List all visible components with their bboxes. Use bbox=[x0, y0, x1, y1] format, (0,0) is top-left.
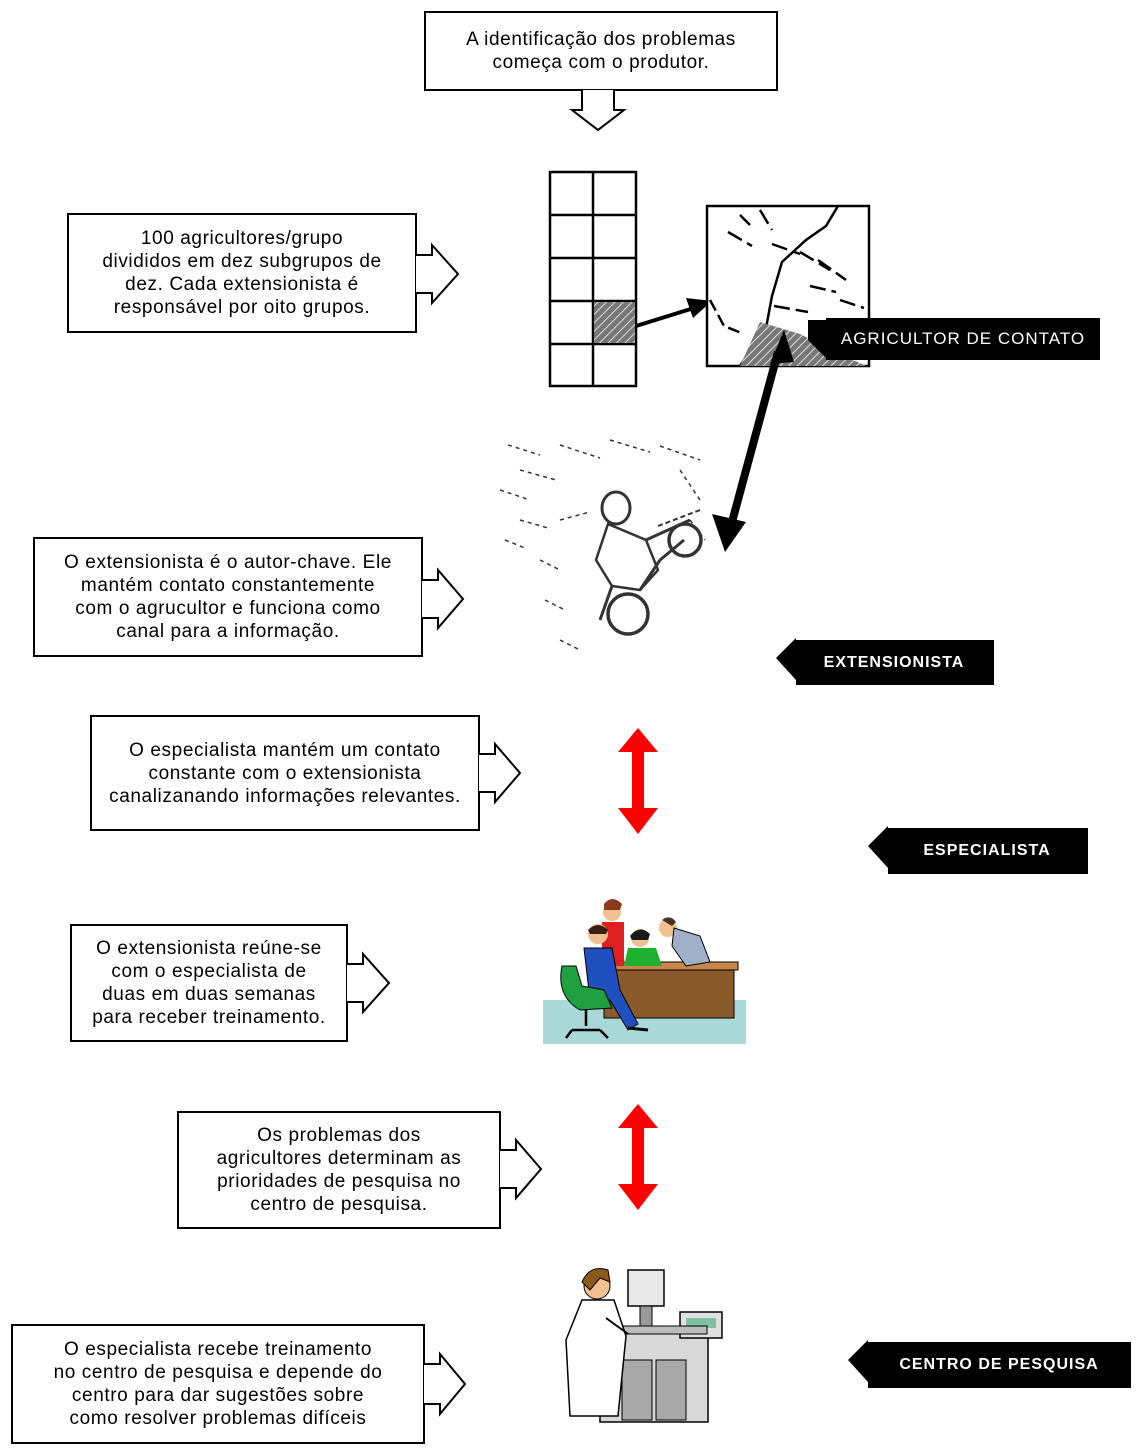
step-line: O extensionista reúne-se bbox=[96, 938, 322, 959]
step-line: O extensionista é o autor-chave. Ele bbox=[64, 552, 392, 573]
lab-technician-icon bbox=[565, 1268, 723, 1423]
step-line: com o agrucultor e funciona como bbox=[75, 598, 381, 619]
step-line: 100 agricultores/grupo bbox=[140, 228, 344, 249]
step-box-5 bbox=[177, 1111, 543, 1229]
step-line: O especialista mantém um contato bbox=[129, 739, 441, 761]
step-line: como resolver problemas difíceis bbox=[69, 1408, 367, 1429]
group-grid-icon bbox=[548, 170, 638, 388]
step-line: divididos em dez subgrupos de bbox=[102, 251, 382, 272]
step-2-text: O extensionista é o autor-chave. Ele man… bbox=[36, 540, 420, 654]
label-shapes bbox=[776, 318, 1131, 1388]
top-box-text: A identificação dos problemas começa com… bbox=[427, 14, 775, 88]
step-box-6 bbox=[11, 1324, 467, 1444]
step-line: agricultores determinam as bbox=[216, 1148, 462, 1169]
step-line: responsável por oito grupos. bbox=[113, 297, 371, 318]
label-specialist: ESPECIALISTA bbox=[923, 842, 1051, 859]
meeting-desk-icon bbox=[543, 899, 746, 1044]
step-box-4 bbox=[70, 924, 391, 1042]
step-4-text: O extensionista reúne-se com o especiali… bbox=[73, 927, 345, 1039]
label-research-center: CENTRO DE PESQUISA bbox=[899, 1356, 1099, 1373]
step-box-3 bbox=[90, 715, 522, 831]
step-line: dez. Cada extensionista é bbox=[125, 274, 359, 295]
step-3-text: O especialista mantém um contato constan… bbox=[93, 718, 477, 828]
step-line: canalizanando informações relevantes. bbox=[109, 785, 461, 807]
step-1-text: 100 agricultores/grupo divididos em dez … bbox=[70, 216, 414, 330]
top-box bbox=[424, 11, 778, 132]
grid-to-map-arrow bbox=[635, 298, 712, 328]
step-5-text: Os problemas dos agricultores determinam… bbox=[180, 1114, 498, 1226]
step-line: centro para dar sugestões sobre bbox=[71, 1385, 365, 1406]
step-line: canal para a informação. bbox=[116, 621, 340, 642]
step-box-2 bbox=[33, 537, 465, 657]
step-line: prioridades de pesquisa no bbox=[217, 1171, 461, 1192]
step-6-text: O especialista recebe treinamento no cen… bbox=[14, 1327, 422, 1441]
step-line: para receber treinamento. bbox=[92, 1007, 326, 1028]
step-line: com o especialista de bbox=[111, 961, 307, 982]
label-contact-farmer: AGRICULTOR DE CONTATO bbox=[840, 329, 1086, 348]
step-line: constante com o extensionista bbox=[148, 762, 422, 784]
step-line: Os problemas dos bbox=[257, 1125, 421, 1146]
double-arrow-2 bbox=[618, 1104, 658, 1210]
top-box-line: começa com o produtor. bbox=[492, 52, 710, 73]
step-box-1 bbox=[67, 213, 460, 333]
label-extensionist: EXTENSIONISTA bbox=[823, 653, 965, 671]
step-line: O especialista recebe treinamento bbox=[63, 1339, 373, 1360]
double-arrow-1 bbox=[618, 728, 658, 834]
top-box-line: A identificação dos problemas bbox=[466, 29, 736, 50]
step-line: duas em duas semanas bbox=[102, 984, 316, 1005]
map-to-extensionist-arrow bbox=[712, 330, 794, 552]
step-line: centro de pesquisa. bbox=[250, 1194, 428, 1215]
step-line: no centro de pesquisa e depende do bbox=[53, 1362, 383, 1383]
step-line: mantém contato constantemente bbox=[80, 575, 376, 596]
motorcycle-rider-icon bbox=[499, 439, 706, 651]
